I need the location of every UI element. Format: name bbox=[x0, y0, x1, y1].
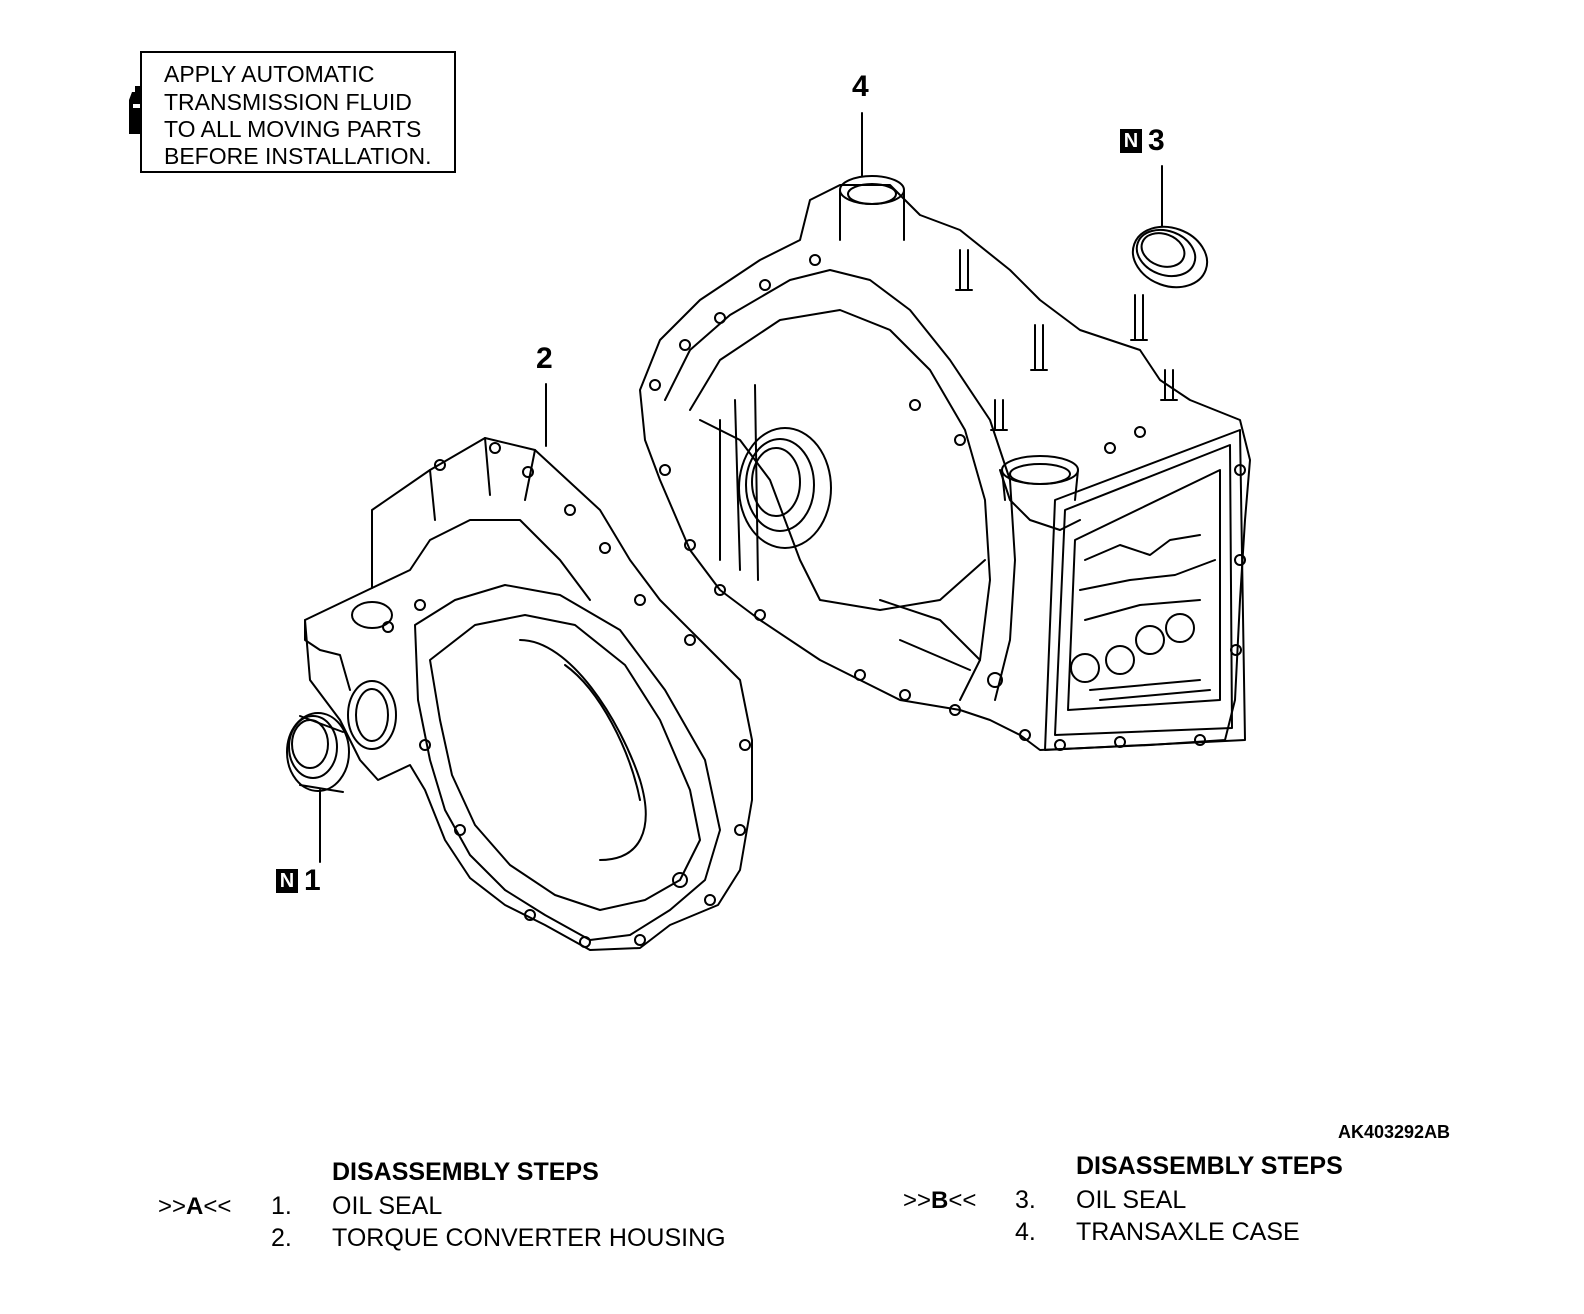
step-number: 1. bbox=[271, 1192, 292, 1220]
callout-1-number: 1 bbox=[304, 864, 321, 897]
callout-4: 4 bbox=[852, 72, 869, 102]
oil-seal-3-part bbox=[1131, 225, 1209, 289]
marker-a-post: << bbox=[203, 1193, 232, 1220]
marker-a: >>A<< bbox=[158, 1193, 231, 1221]
step-number: 2. bbox=[271, 1224, 292, 1252]
step-number: 3. bbox=[1015, 1186, 1036, 1214]
marker-b-post: << bbox=[948, 1187, 977, 1214]
callout-2-number: 2 bbox=[536, 342, 553, 375]
note-line-3: TO ALL MOVING PARTS bbox=[164, 116, 422, 142]
callout-3-number: 3 bbox=[1148, 124, 1165, 157]
step-label: OIL SEAL bbox=[332, 1192, 443, 1220]
marker-a-pre: >> bbox=[158, 1193, 187, 1220]
n-badge-icon: N bbox=[276, 869, 298, 893]
housing-bolt-holes bbox=[382, 442, 751, 948]
step-number: 4. bbox=[1015, 1218, 1036, 1246]
steps-title-right: DISASSEMBLY STEPS bbox=[1076, 1152, 1343, 1180]
callout-2: 2 bbox=[536, 344, 553, 374]
figure-id: AK403292AB bbox=[1338, 1122, 1451, 1142]
note-line-2: TRANSMISSION FLUID bbox=[164, 89, 412, 115]
oil-seal-1-part bbox=[286, 712, 350, 793]
case-bolt-holes bbox=[649, 254, 1246, 751]
marker-b-letter: B bbox=[931, 1187, 949, 1214]
transaxle-case-part bbox=[639, 175, 1251, 751]
case-studs bbox=[955, 249, 1178, 431]
step-label: OIL SEAL bbox=[1076, 1186, 1187, 1214]
steps-title-left: DISASSEMBLY STEPS bbox=[332, 1158, 599, 1186]
note-line-1: APPLY AUTOMATIC bbox=[164, 61, 375, 87]
torque-converter-housing-part bbox=[304, 437, 753, 951]
step-label: TORQUE CONVERTER HOUSING bbox=[332, 1224, 726, 1252]
marker-b: >>B<< bbox=[903, 1187, 976, 1215]
note-line-4: BEFORE INSTALLATION. bbox=[164, 143, 432, 169]
marker-b-pre: >> bbox=[903, 1187, 932, 1214]
n-badge-icon: N bbox=[1120, 129, 1142, 153]
marker-a-letter: A bbox=[186, 1193, 204, 1220]
step-label: TRANSAXLE CASE bbox=[1076, 1218, 1300, 1246]
atf-note-box: APPLY AUTOMATIC TRANSMISSION FLUID TO AL… bbox=[140, 51, 456, 173]
callout-4-number: 4 bbox=[852, 70, 869, 103]
